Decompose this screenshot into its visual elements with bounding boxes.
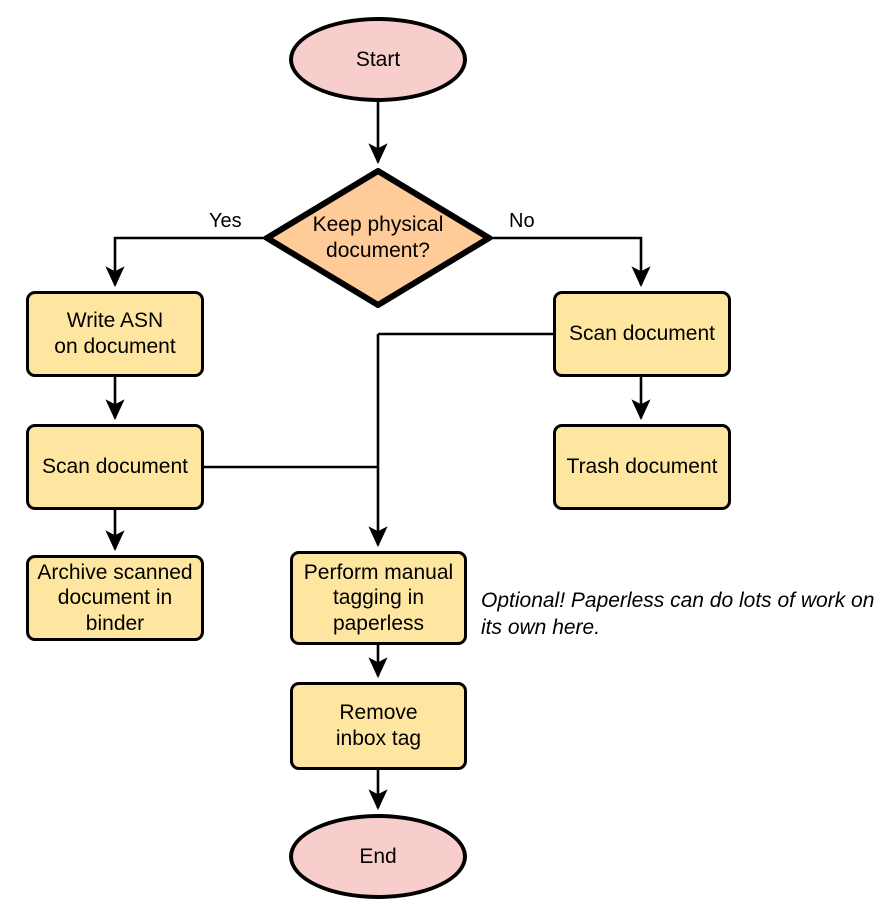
node-scan-document-right-label: Scan document bbox=[569, 322, 715, 346]
node-archive-label-line2: document in bbox=[57, 586, 173, 610]
node-write-asn-label: Write ASN on document bbox=[54, 308, 175, 359]
node-remove-inbox-tag[interactable]: Remove inbox tag bbox=[290, 682, 467, 770]
edge-label-yes: Yes bbox=[209, 210, 242, 232]
node-trash-document-label: Trash document bbox=[566, 455, 718, 479]
node-tagging-label-line2: tagging in bbox=[332, 586, 425, 610]
node-start[interactable]: Start bbox=[289, 17, 467, 102]
annotation-line2: its own here. bbox=[481, 615, 601, 639]
node-write-asn-label-line2: on document bbox=[54, 335, 176, 358]
node-decision-label-line2: document? bbox=[326, 239, 430, 262]
node-decision-label-line1: Keep physical bbox=[312, 213, 444, 237]
node-perform-manual-tagging[interactable]: Perform manual tagging in paperless bbox=[290, 551, 467, 645]
edge-decision-yes-to-write-asn bbox=[105, 236, 264, 288]
node-tagging-label-line1: Perform manual bbox=[303, 560, 454, 584]
node-archive-label-line1: Archive scanned bbox=[37, 560, 193, 584]
annotation-optional-paperless: Optional! Paperless can do lots of work … bbox=[481, 588, 881, 642]
edge-label-no: No bbox=[509, 210, 535, 232]
node-tagging-label: Perform manual tagging in paperless bbox=[304, 560, 453, 637]
node-trash-document[interactable]: Trash document bbox=[553, 424, 731, 510]
node-remove-inbox-label-line2: inbox tag bbox=[335, 727, 422, 750]
node-end[interactable]: End bbox=[289, 814, 467, 899]
node-end-label: End bbox=[359, 844, 397, 868]
edge-decision-no-to-scan-right bbox=[492, 236, 651, 288]
node-scan-document-right[interactable]: Scan document bbox=[553, 291, 731, 377]
node-remove-inbox-label: Remove inbox tag bbox=[336, 700, 421, 751]
node-scan-document-left[interactable]: Scan document bbox=[26, 424, 204, 510]
diamond-shape-icon bbox=[264, 168, 492, 308]
node-archive-scanned-document[interactable]: Archive scanned document in binder bbox=[26, 555, 204, 641]
node-decision-label: Keep physical document? bbox=[264, 212, 492, 263]
node-tagging-label-line3: paperless bbox=[332, 611, 425, 635]
node-write-asn-label-line1: Write ASN bbox=[66, 309, 164, 333]
node-scan-document-left-label: Scan document bbox=[42, 455, 188, 479]
node-decision-keep-physical-document[interactable]: Keep physical document? bbox=[264, 168, 492, 308]
annotation-line1: Optional! Paperless can do lots of work … bbox=[481, 589, 875, 612]
node-archive-label-line3: binder bbox=[85, 611, 145, 635]
node-start-label: Start bbox=[355, 47, 401, 71]
node-remove-inbox-label-line1: Remove bbox=[339, 701, 418, 725]
node-archive-label: Archive scanned document in binder bbox=[37, 560, 192, 637]
node-write-asn-on-document[interactable]: Write ASN on document bbox=[26, 291, 204, 377]
